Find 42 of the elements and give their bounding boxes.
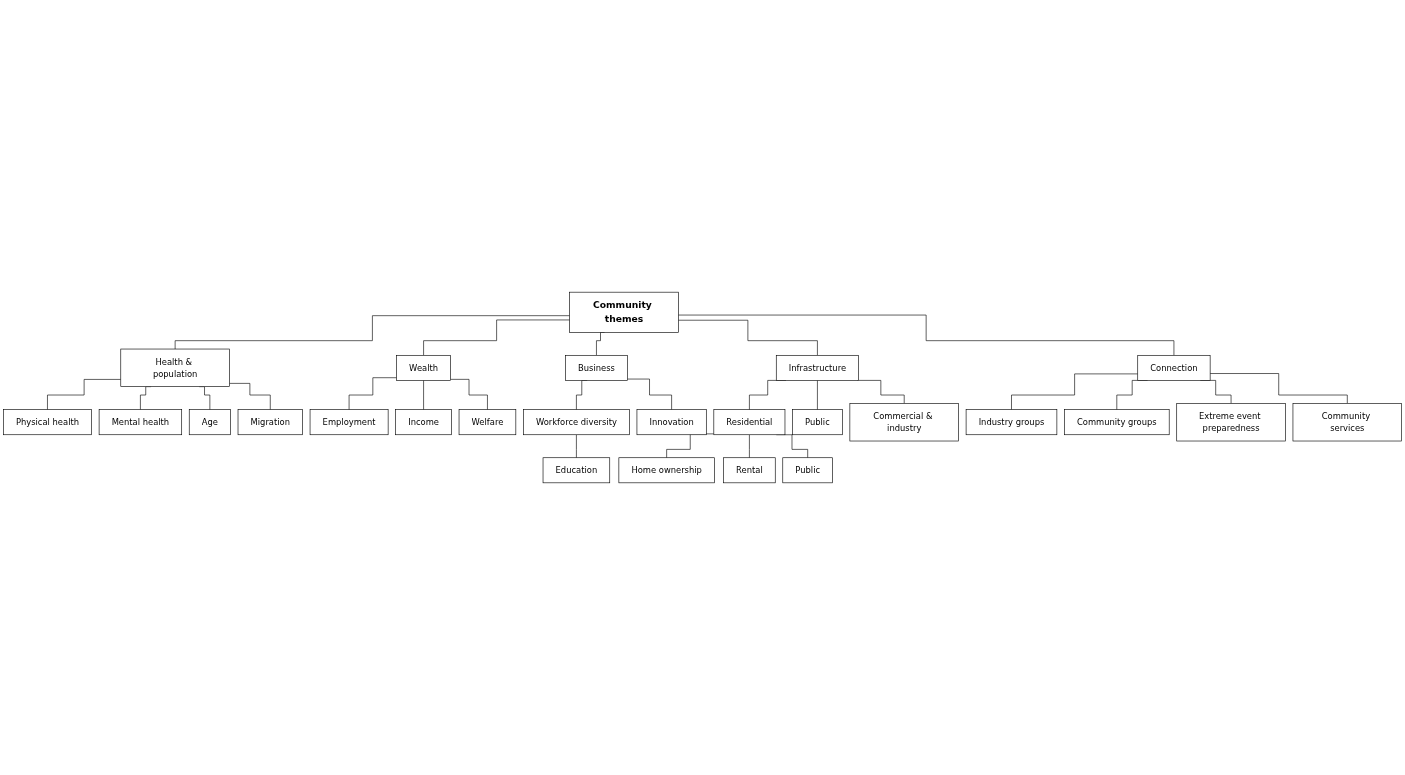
node-box: Employment — [309, 409, 389, 436]
node-box: Physical health — [3, 409, 92, 436]
node-box: Welfare — [458, 409, 517, 436]
node-box: Industry groups — [965, 409, 1058, 436]
node-box: Innovation — [636, 409, 707, 436]
node-box: Mental health — [98, 409, 182, 436]
node-box: Community services — [1292, 403, 1402, 442]
connector — [1209, 373, 1348, 404]
node-box: Commercial & industry — [849, 403, 959, 442]
node-box: Connection — [1137, 355, 1211, 381]
connector — [576, 434, 577, 459]
node-box: Education — [542, 457, 611, 484]
connector — [857, 380, 905, 404]
node-box: Home ownership — [618, 457, 715, 484]
node-box: Public — [792, 409, 843, 436]
node-box: Workforce diversity — [523, 409, 630, 436]
node-box: Age — [188, 409, 231, 436]
node-box: Income — [395, 409, 452, 436]
node-box: Wealth — [396, 355, 451, 381]
connector — [450, 379, 488, 410]
connector — [174, 315, 570, 350]
connector — [423, 380, 424, 410]
node-box: Community themes — [569, 291, 679, 333]
node-box: Health & population — [120, 348, 230, 387]
connector — [678, 319, 818, 356]
connector — [1011, 373, 1139, 410]
node-box: Community groups — [1064, 409, 1170, 436]
connector — [749, 434, 750, 459]
connector — [423, 319, 570, 356]
node-box: Public — [782, 457, 833, 484]
connector — [229, 383, 271, 410]
node-box: Rental — [723, 457, 776, 484]
node-box: Residential — [713, 409, 786, 436]
node-box: Business — [565, 355, 628, 381]
node-box: Infrastructure — [775, 355, 859, 381]
connector — [348, 377, 397, 410]
connector — [678, 314, 1175, 356]
node-box: Extreme event preparedness — [1176, 403, 1286, 442]
node-box: Migration — [237, 409, 303, 436]
connector — [817, 380, 818, 410]
connector — [627, 378, 672, 410]
connector — [47, 379, 122, 410]
